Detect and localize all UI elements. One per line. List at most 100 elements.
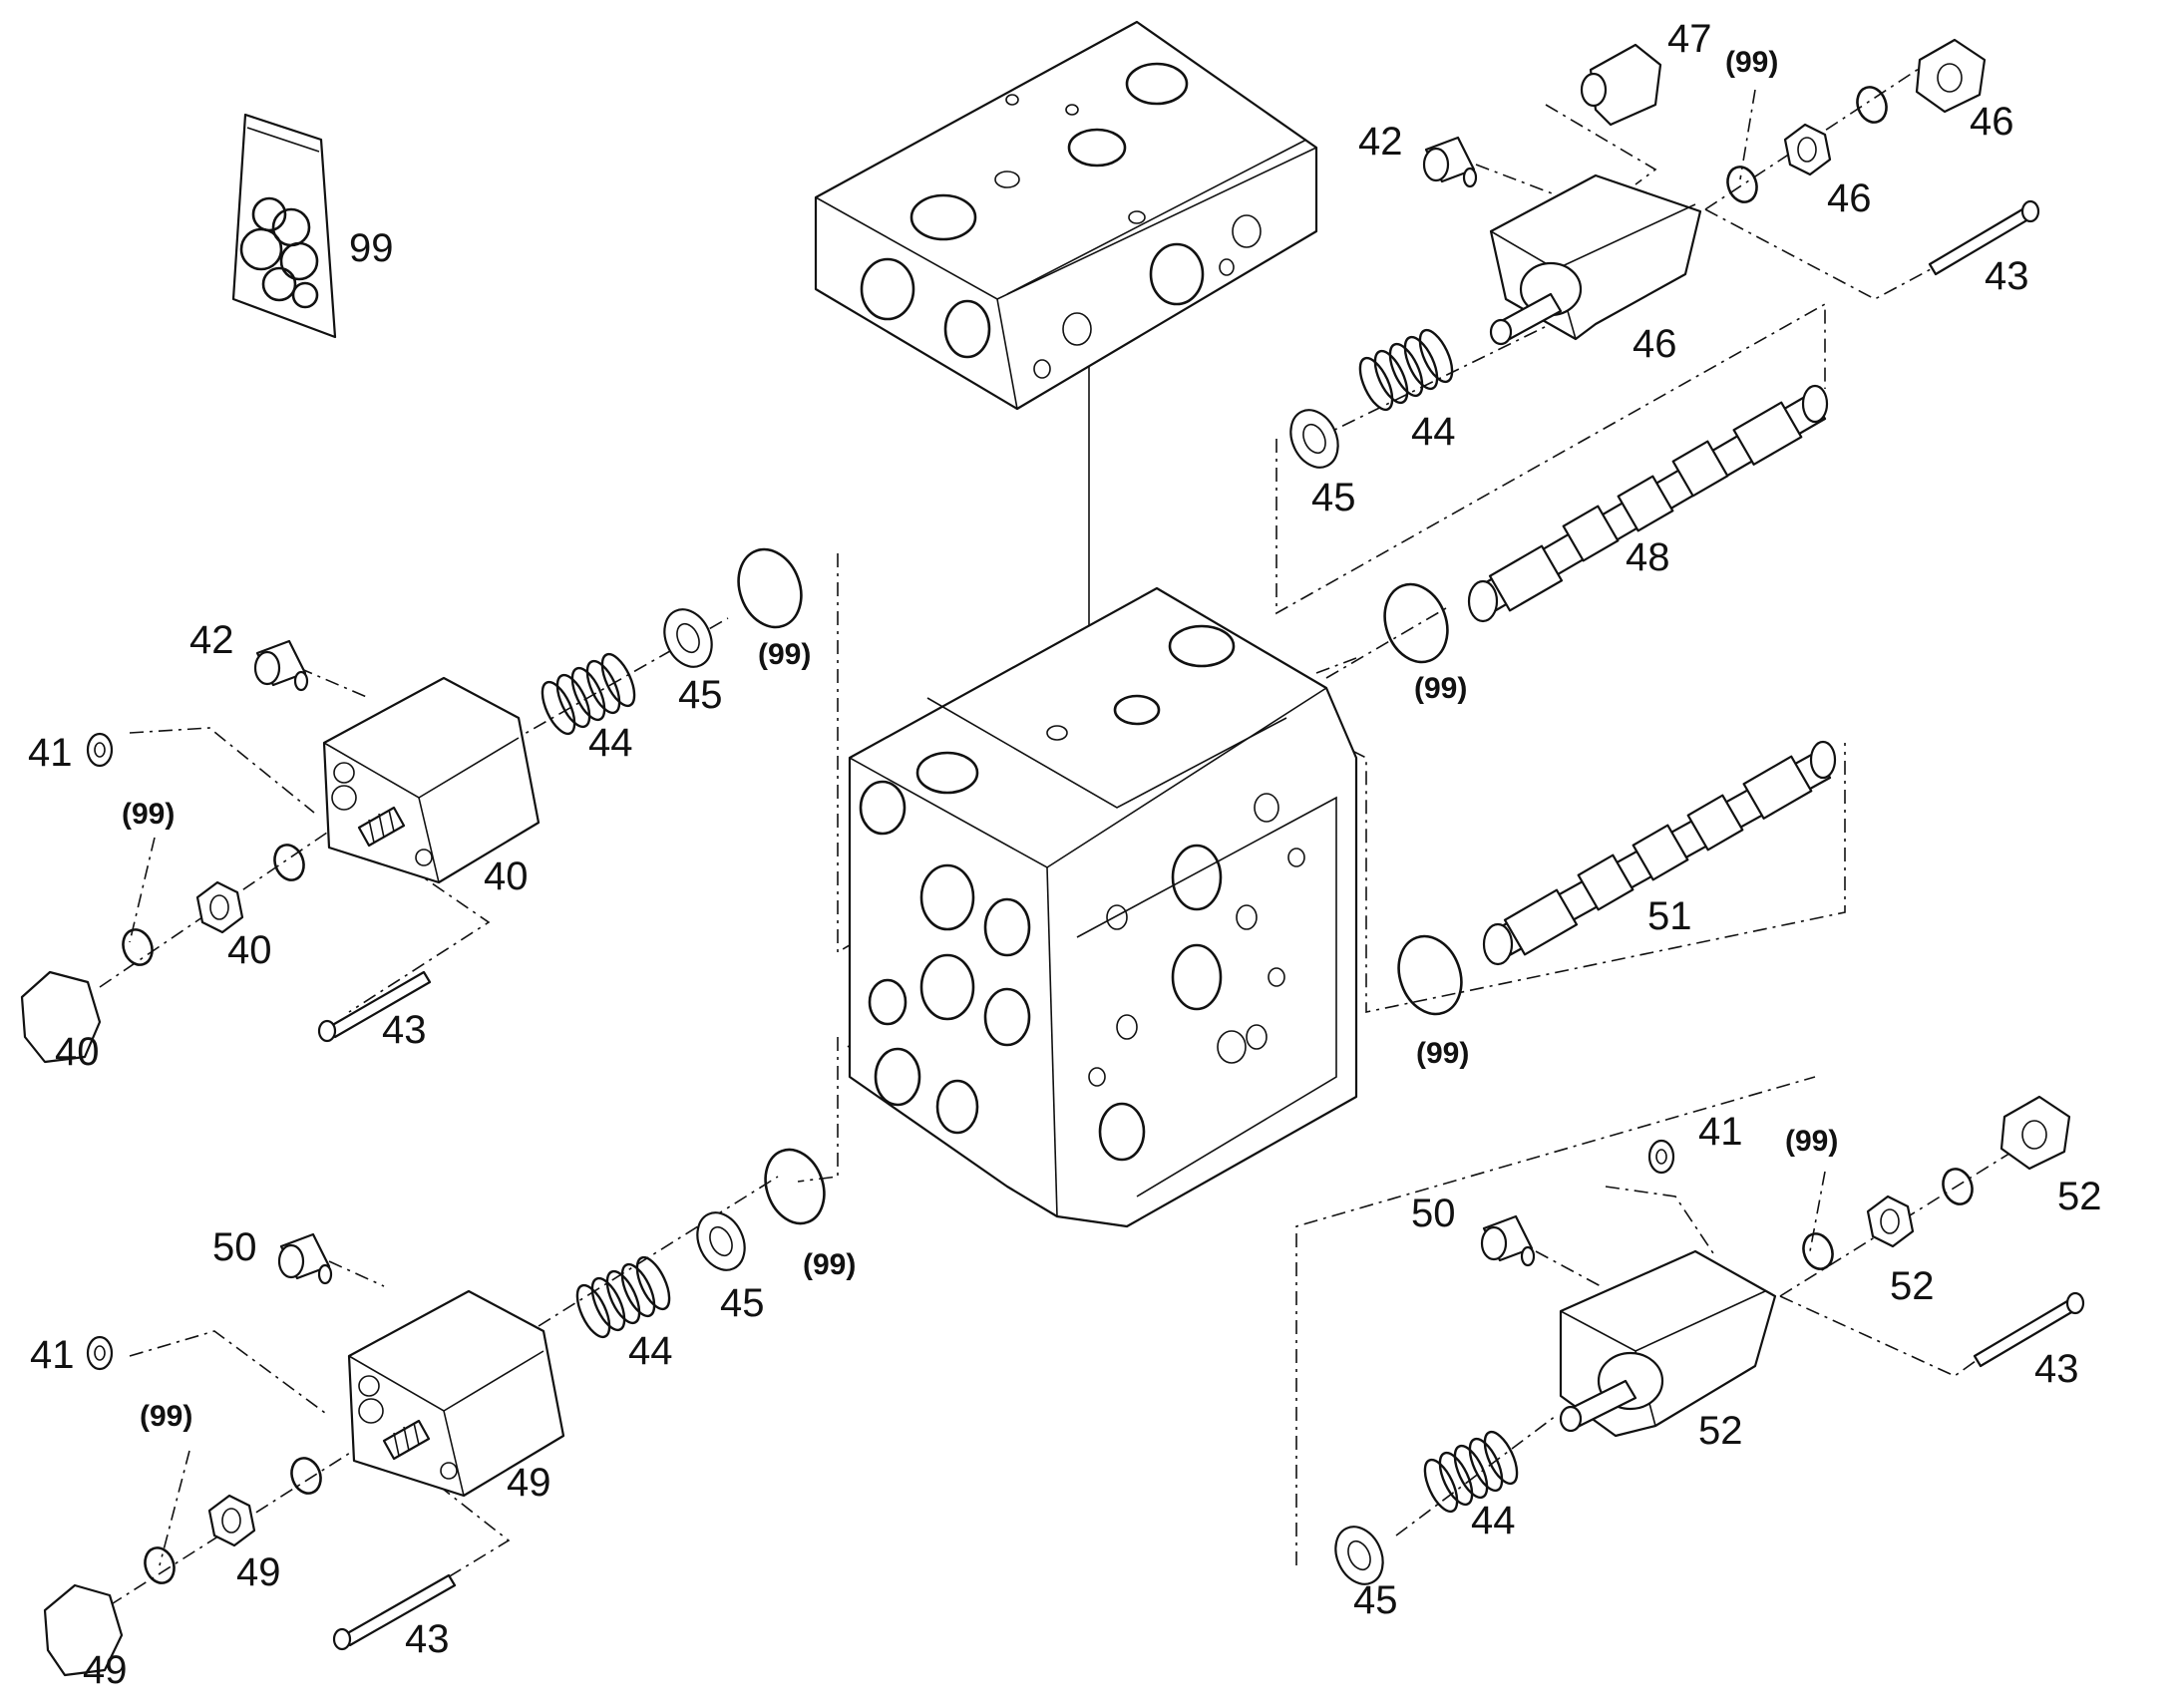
plug-41-a xyxy=(86,732,114,768)
spring-44-b xyxy=(541,652,636,736)
callout-41-c: 41 xyxy=(30,1333,75,1377)
fitting-50-a xyxy=(1480,1214,1536,1267)
nut-49 xyxy=(207,1494,256,1547)
leader-43-c xyxy=(1779,1295,2025,1377)
fitting-47 xyxy=(1580,43,1662,127)
seal-45-b xyxy=(663,608,713,668)
plug-41-c xyxy=(86,1335,114,1371)
leader-99f xyxy=(1809,1171,1826,1252)
seal-45-a xyxy=(1289,409,1339,469)
spring-44-d xyxy=(1423,1430,1519,1514)
callout-99-a: (99) xyxy=(1725,46,1778,79)
leader-41-a xyxy=(129,727,315,814)
valve-main-body xyxy=(848,586,1358,1228)
leader-spring-c xyxy=(1395,1415,1557,1537)
leader-43-b xyxy=(348,866,491,1013)
callout-52-c: 52 xyxy=(1698,1409,1743,1453)
callout-99-e: (99) xyxy=(1416,1037,1469,1070)
o-ring-small-f xyxy=(1942,1168,1974,1205)
leader-body-right xyxy=(1315,657,1357,674)
cap-housing-52 xyxy=(1559,1249,1777,1438)
o-ring-99b xyxy=(1383,582,1449,664)
leader-43-d xyxy=(368,1485,511,1626)
callout-41-b: 41 xyxy=(1698,1110,1743,1154)
leader-lower-right xyxy=(1295,1076,1816,1565)
callout-44-a: 44 xyxy=(1411,410,1456,454)
callout-43-c: 43 xyxy=(2034,1347,2079,1391)
callout-40-b: 40 xyxy=(227,928,272,972)
leader-99h xyxy=(159,1450,190,1566)
callout-42-a: 42 xyxy=(1358,120,1403,164)
callout-49-c: 49 xyxy=(83,1648,128,1692)
o-rings xyxy=(122,86,1974,1584)
leader-spring-d xyxy=(538,1176,779,1327)
bolt-43-a xyxy=(1928,199,2040,276)
callout-99-h: (99) xyxy=(803,1248,856,1281)
o-ring-small-a xyxy=(1726,166,1758,203)
callout-43-a: 43 xyxy=(1985,254,2029,298)
seals-45 xyxy=(663,409,1384,1585)
o-ring-small-h xyxy=(144,1546,176,1584)
callout-45-c: 45 xyxy=(1353,1578,1398,1622)
o-ring-small-b xyxy=(1856,86,1888,124)
o-ring-99e xyxy=(1397,934,1463,1016)
fitting-42-b xyxy=(253,639,309,692)
callout-49-a: 49 xyxy=(507,1461,551,1505)
leader-48-bracket xyxy=(1275,302,1826,615)
spring-44-a xyxy=(1358,328,1454,412)
cap-46 xyxy=(1915,38,1987,114)
leader-99b xyxy=(1325,607,1447,679)
spool-48 xyxy=(1467,384,1829,623)
fitting-42-a xyxy=(1422,136,1478,188)
callout-49-b: 49 xyxy=(236,1550,281,1594)
plug-41-b xyxy=(1647,1139,1675,1175)
callout-45-d: 45 xyxy=(720,1281,765,1325)
callout-45-a: 45 xyxy=(1311,476,1356,519)
leader-42-a xyxy=(1475,164,1569,200)
bolt-43-b xyxy=(317,970,432,1043)
seal-45-d xyxy=(1334,1526,1384,1585)
callout-46-b: 46 xyxy=(1827,176,1872,220)
leader-41-c xyxy=(129,1330,330,1417)
callout-labels: 99 47 (99) 46 42 46 43 46 44 45 48 (99) … xyxy=(28,17,2102,1692)
callout-46-a: 46 xyxy=(1970,100,2014,144)
cap-49 xyxy=(43,1583,124,1677)
callout-43-d: 43 xyxy=(405,1617,450,1661)
leader-52-row xyxy=(1779,1131,2045,1297)
callout-43-b: 43 xyxy=(382,1008,427,1052)
callout-40-c: 40 xyxy=(55,1030,100,1074)
cap-housing-46 xyxy=(1489,173,1702,346)
bolt-43-c xyxy=(1973,1291,2085,1368)
callout-42-b: 42 xyxy=(189,618,234,662)
leader-99d xyxy=(129,837,156,943)
bolt-43-d xyxy=(332,1573,457,1651)
callout-47: 47 xyxy=(1667,17,1712,61)
fittings xyxy=(86,43,1675,1371)
callout-52-a: 52 xyxy=(2057,1175,2102,1218)
o-ring-small-c xyxy=(273,844,305,881)
o-ring-99g xyxy=(764,1148,826,1225)
callout-44-c: 44 xyxy=(1471,1499,1516,1542)
callout-99-kit: 99 xyxy=(349,226,394,270)
cap-52 xyxy=(1999,1095,2071,1171)
o-ring-99c xyxy=(737,547,803,629)
bolts-43 xyxy=(317,199,2085,1651)
callout-99-d: (99) xyxy=(122,798,175,831)
callout-48: 48 xyxy=(1626,535,1670,579)
callout-44-d: 44 xyxy=(628,1329,673,1373)
callout-40-a: 40 xyxy=(484,854,529,898)
spool-51 xyxy=(1482,740,1837,966)
callout-52-b: 52 xyxy=(1890,1264,1935,1308)
o-ring-small-e xyxy=(1802,1232,1834,1270)
leader-50-a xyxy=(1535,1250,1602,1287)
callout-44-b: 44 xyxy=(588,721,633,765)
callout-51: 51 xyxy=(1647,894,1692,938)
seal-45-c xyxy=(696,1211,746,1271)
callout-50-b: 50 xyxy=(212,1225,257,1269)
callout-50-a: 50 xyxy=(1411,1192,1456,1235)
leader-50-b xyxy=(328,1260,385,1287)
leader-41-b xyxy=(1605,1186,1716,1257)
leader-42-b xyxy=(298,667,370,699)
